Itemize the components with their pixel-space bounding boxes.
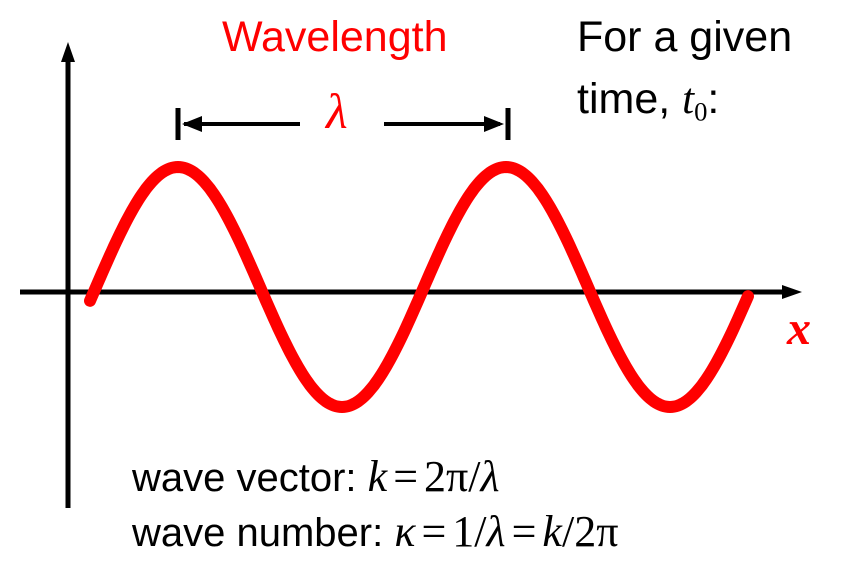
wave-vector-k: k [367,452,388,501]
wave-number-slash-2: / [561,507,575,556]
time-subscript: 0 [694,96,708,127]
x-axis-label: x [787,302,811,355]
wavelength-left-arrowhead [182,116,202,132]
wave-number-equals-1: = [421,507,447,556]
wave-vector-equation: wave vector: k=2π/λ [132,455,500,499]
wavelength-symbol: λ [326,83,348,139]
x-axis-arrowhead [782,285,802,299]
given-time-line1: For a given [577,13,793,61]
wave-number-equals-2: = [511,507,537,556]
given-time-line2: time, t0: [577,75,720,125]
wave-number-slash-1: / [474,507,487,556]
wave-number-label: wave number: [132,511,395,555]
wavelength-title: Wavelength [222,13,448,61]
wave-number-kappa: κ [394,507,416,556]
wave-number-equation: wave number: κ=1/λ=k/2π [132,510,618,554]
wave-vector-slash: / [468,452,481,501]
wave-number-one: 1 [452,507,475,556]
sine-wave [84,160,754,414]
time-symbol: t [682,76,695,123]
wave-number-two-pi: 2π [574,507,619,556]
wavelength-right-arrowhead [484,116,504,132]
given-time-suffix: : [707,75,720,123]
given-time-prefix: time, [577,75,683,123]
wave-vector-equals: = [393,452,419,501]
wave-number-lambda: λ [486,507,506,556]
wave-vector-lambda: λ [480,452,500,501]
wave-vector-two-pi: 2π [424,452,469,501]
y-axis-arrowhead [61,42,75,62]
wave-number-k: k [542,507,562,556]
wave-vector-label: wave vector: [132,456,368,500]
